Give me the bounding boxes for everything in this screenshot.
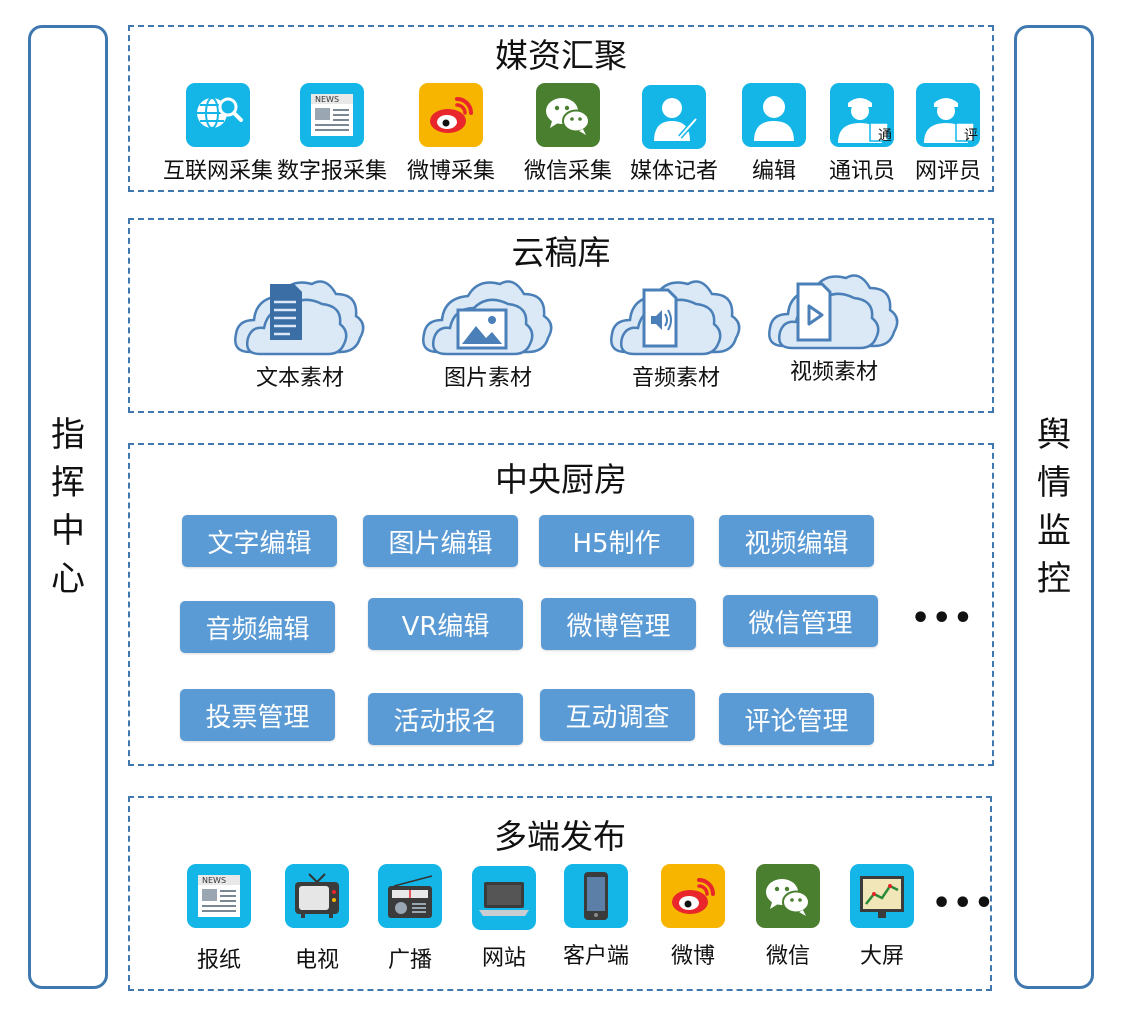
command-center-char: 中 xyxy=(51,511,85,551)
command-center-char: 挥 xyxy=(51,463,85,503)
commentator-badge: 评 xyxy=(964,128,978,144)
publish-item-label: 微博 xyxy=(670,944,715,969)
tv-icon xyxy=(285,864,349,928)
command-center-char: 指 xyxy=(51,415,85,455)
publish-item-website: 网站 xyxy=(472,866,536,971)
publish-item-app: 客户端 xyxy=(563,864,629,969)
globe-search-icon xyxy=(186,83,250,147)
publish-item-label: 电视 xyxy=(294,948,339,973)
central-kitchen-title: 中央厨房 xyxy=(495,460,627,499)
cloud-item-text: 文本素材 xyxy=(230,272,370,392)
cloud-library-section: 云稿库 文本素材 图片素材 xyxy=(128,218,994,413)
newspaper-icon: NEWS xyxy=(300,83,364,147)
vr-edit-button[interactable]: VR编辑 xyxy=(368,598,523,650)
publish-item-label: 广播 xyxy=(387,948,432,973)
cloud-item-label: 视频素材 xyxy=(789,360,878,385)
media-item-commentator: 评 网评员 xyxy=(915,83,981,184)
more-channels-ellipsis: ••• xyxy=(932,886,996,921)
media-item-reporter: 媒体记者 xyxy=(630,85,718,184)
big-screen-icon xyxy=(850,864,914,928)
public-opinion-char: 监 xyxy=(1037,511,1071,551)
cloud-item-video: 视频素材 xyxy=(764,266,904,386)
cloud-item-label: 图片素材 xyxy=(443,366,532,391)
cloud-image-icon xyxy=(422,280,553,356)
publish-item-radio: 广播 xyxy=(378,864,442,973)
public-opinion-monitor-panel: 舆 情 监 控 xyxy=(1014,25,1094,989)
media-aggregation-title: 媒资汇聚 xyxy=(495,36,627,75)
media-item-label: 网评员 xyxy=(914,159,981,184)
multi-channel-publish-title: 多端发布 xyxy=(494,817,626,856)
wechat-icon xyxy=(756,864,820,928)
command-center-label: 指 挥 中 心 xyxy=(51,411,85,603)
comment-manage-button[interactable]: 评论管理 xyxy=(719,693,874,745)
cloud-video-icon xyxy=(768,274,899,350)
publish-item-big-screen: 大屏 xyxy=(850,864,914,969)
publish-item-label: 大屏 xyxy=(859,944,904,969)
command-center-panel: 指 挥 中 心 xyxy=(28,25,108,989)
media-item-label: 互联网采集 xyxy=(162,159,273,184)
media-item-label: 通讯员 xyxy=(828,159,895,184)
public-opinion-char: 舆 xyxy=(1037,415,1071,455)
publish-item-tv: 电视 xyxy=(285,864,349,973)
media-item-label: 数字报采集 xyxy=(276,159,387,184)
media-item-correspondent: 通 通讯员 xyxy=(829,83,895,184)
vote-manage-button[interactable]: 投票管理 xyxy=(180,689,335,741)
weibo-icon xyxy=(419,83,483,147)
svg-text:NEWS: NEWS xyxy=(202,876,226,885)
media-aggregation-section: 媒资汇聚 互联网采集 NEWS xyxy=(128,25,994,192)
publish-item-label: 微信 xyxy=(765,944,810,969)
interactive-survey-button[interactable]: 互动调查 xyxy=(540,689,695,741)
smartphone-icon xyxy=(564,864,628,928)
radio-icon xyxy=(378,864,442,928)
publish-item-newspaper: NEWS 报纸 xyxy=(187,864,251,973)
audio-edit-button[interactable]: 音频编辑 xyxy=(180,601,335,653)
text-edit-button[interactable]: 文字编辑 xyxy=(182,515,337,567)
commentator-icon: 评 xyxy=(916,83,980,147)
media-item-digital-newspaper: NEWS 数字报采集 xyxy=(277,83,387,184)
publish-item-label: 网站 xyxy=(481,946,526,971)
public-opinion-char: 控 xyxy=(1037,559,1071,599)
wechat-manage-button[interactable]: 微信管理 xyxy=(723,595,878,647)
central-kitchen-section: 中央厨房 文字编辑 图片编辑 H5制作 视频编辑 音频编辑 VR编辑 微博管理 … xyxy=(128,443,994,766)
cloud-item-label: 文本素材 xyxy=(255,366,344,391)
reporter-icon xyxy=(642,85,706,149)
event-signup-button[interactable]: 活动报名 xyxy=(368,693,523,745)
cloud-library-title: 云稿库 xyxy=(511,233,611,272)
media-item-label: 编辑 xyxy=(751,159,796,184)
laptop-icon xyxy=(472,866,536,930)
multi-channel-publish-section: 多端发布 NEWS 报纸 xyxy=(128,796,994,991)
editor-icon xyxy=(742,83,806,147)
correspondent-icon: 通 xyxy=(830,83,894,147)
weibo-manage-button[interactable]: 微博管理 xyxy=(541,598,696,650)
cloud-item-image: 图片素材 xyxy=(418,272,558,392)
media-item-weibo: 微博采集 xyxy=(407,83,495,184)
command-center-char: 心 xyxy=(51,559,85,599)
media-item-wechat: 微信采集 xyxy=(524,83,612,184)
weibo-icon xyxy=(661,864,725,928)
wechat-icon xyxy=(536,83,600,147)
publish-item-wechat: 微信 xyxy=(756,864,820,969)
media-item-internet: 互联网采集 xyxy=(163,83,273,184)
h5-make-button[interactable]: H5制作 xyxy=(539,515,694,567)
public-opinion-monitor-label: 舆 情 监 控 xyxy=(1037,411,1071,603)
public-opinion-char: 情 xyxy=(1037,463,1071,503)
publish-item-label: 报纸 xyxy=(196,948,241,973)
media-item-label: 微信采集 xyxy=(523,159,612,184)
publish-item-weibo: 微博 xyxy=(661,864,725,969)
correspondent-badge: 通 xyxy=(878,128,892,144)
cloud-audio-icon xyxy=(610,280,741,356)
media-item-editor: 编辑 xyxy=(742,83,806,184)
more-functions-ellipsis: ••• xyxy=(911,601,975,636)
media-item-label: 媒体记者 xyxy=(629,159,718,184)
image-edit-button[interactable]: 图片编辑 xyxy=(363,515,518,567)
media-item-label: 微博采集 xyxy=(406,159,495,184)
cloud-item-audio: 音频素材 xyxy=(606,272,746,392)
video-edit-button[interactable]: 视频编辑 xyxy=(719,515,874,567)
newspaper-icon: NEWS xyxy=(187,864,251,928)
svg-text:NEWS: NEWS xyxy=(315,95,339,104)
cloud-text-icon xyxy=(234,280,365,356)
publish-item-label: 客户端 xyxy=(562,944,629,969)
cloud-item-label: 音频素材 xyxy=(631,366,720,391)
